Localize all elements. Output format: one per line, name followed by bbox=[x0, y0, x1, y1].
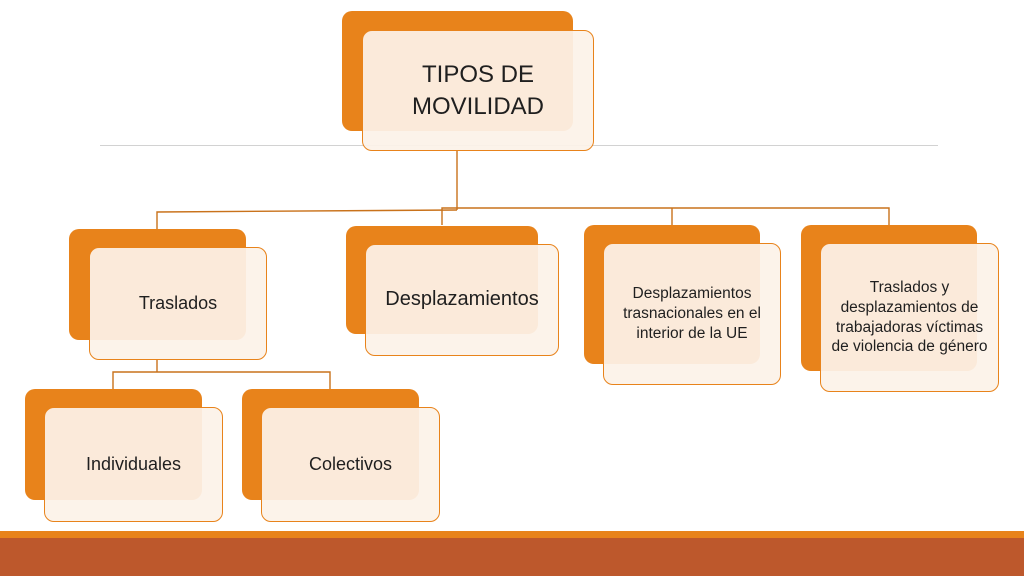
node-individuales[interactable]: Individuales bbox=[25, 389, 223, 522]
node-traslados-front: Traslados bbox=[89, 247, 267, 360]
node-desplazamientos-ue-label: Desplazamientos trasnacionales en el int… bbox=[623, 285, 761, 342]
node-individuales-front: Individuales bbox=[44, 407, 223, 522]
footer-accent-stripe bbox=[0, 531, 1024, 538]
node-violencia-genero-label: Traslados y desplazamientos de trabajado… bbox=[831, 278, 988, 356]
footer-band bbox=[0, 538, 1024, 576]
node-root[interactable]: TIPOS DE MOVILIDAD bbox=[342, 11, 594, 151]
node-traslados[interactable]: Traslados bbox=[69, 229, 267, 360]
node-root-front: TIPOS DE MOVILIDAD bbox=[362, 30, 594, 151]
node-root-label: TIPOS DE MOVILIDAD bbox=[411, 61, 545, 120]
connector-root-branch-left bbox=[156, 209, 458, 229]
connector-traslados-branch bbox=[112, 371, 331, 389]
node-desplazamientos[interactable]: Desplazamientos bbox=[346, 226, 559, 356]
node-desplazamientos-ue[interactable]: Desplazamientos trasnacionales en el int… bbox=[584, 225, 781, 385]
node-desplazamientos-front: Desplazamientos bbox=[365, 244, 559, 356]
node-traslados-label: Traslados bbox=[138, 292, 218, 313]
node-desplazamientos-ue-front: Desplazamientos trasnacionales en el int… bbox=[603, 243, 781, 385]
node-violencia-genero[interactable]: Traslados y desplazamientos de trabajado… bbox=[801, 225, 999, 392]
node-colectivos-front: Colectivos bbox=[261, 407, 440, 522]
connector-root-branch-right bbox=[441, 207, 890, 225]
node-colectivos[interactable]: Colectivos bbox=[242, 389, 440, 522]
node-violencia-genero-front: Traslados y desplazamientos de trabajado… bbox=[820, 243, 999, 392]
node-colectivos-label: Colectivos bbox=[308, 453, 393, 474]
node-individuales-label: Individuales bbox=[85, 453, 182, 474]
node-desplazamientos-label: Desplazamientos bbox=[385, 288, 539, 311]
